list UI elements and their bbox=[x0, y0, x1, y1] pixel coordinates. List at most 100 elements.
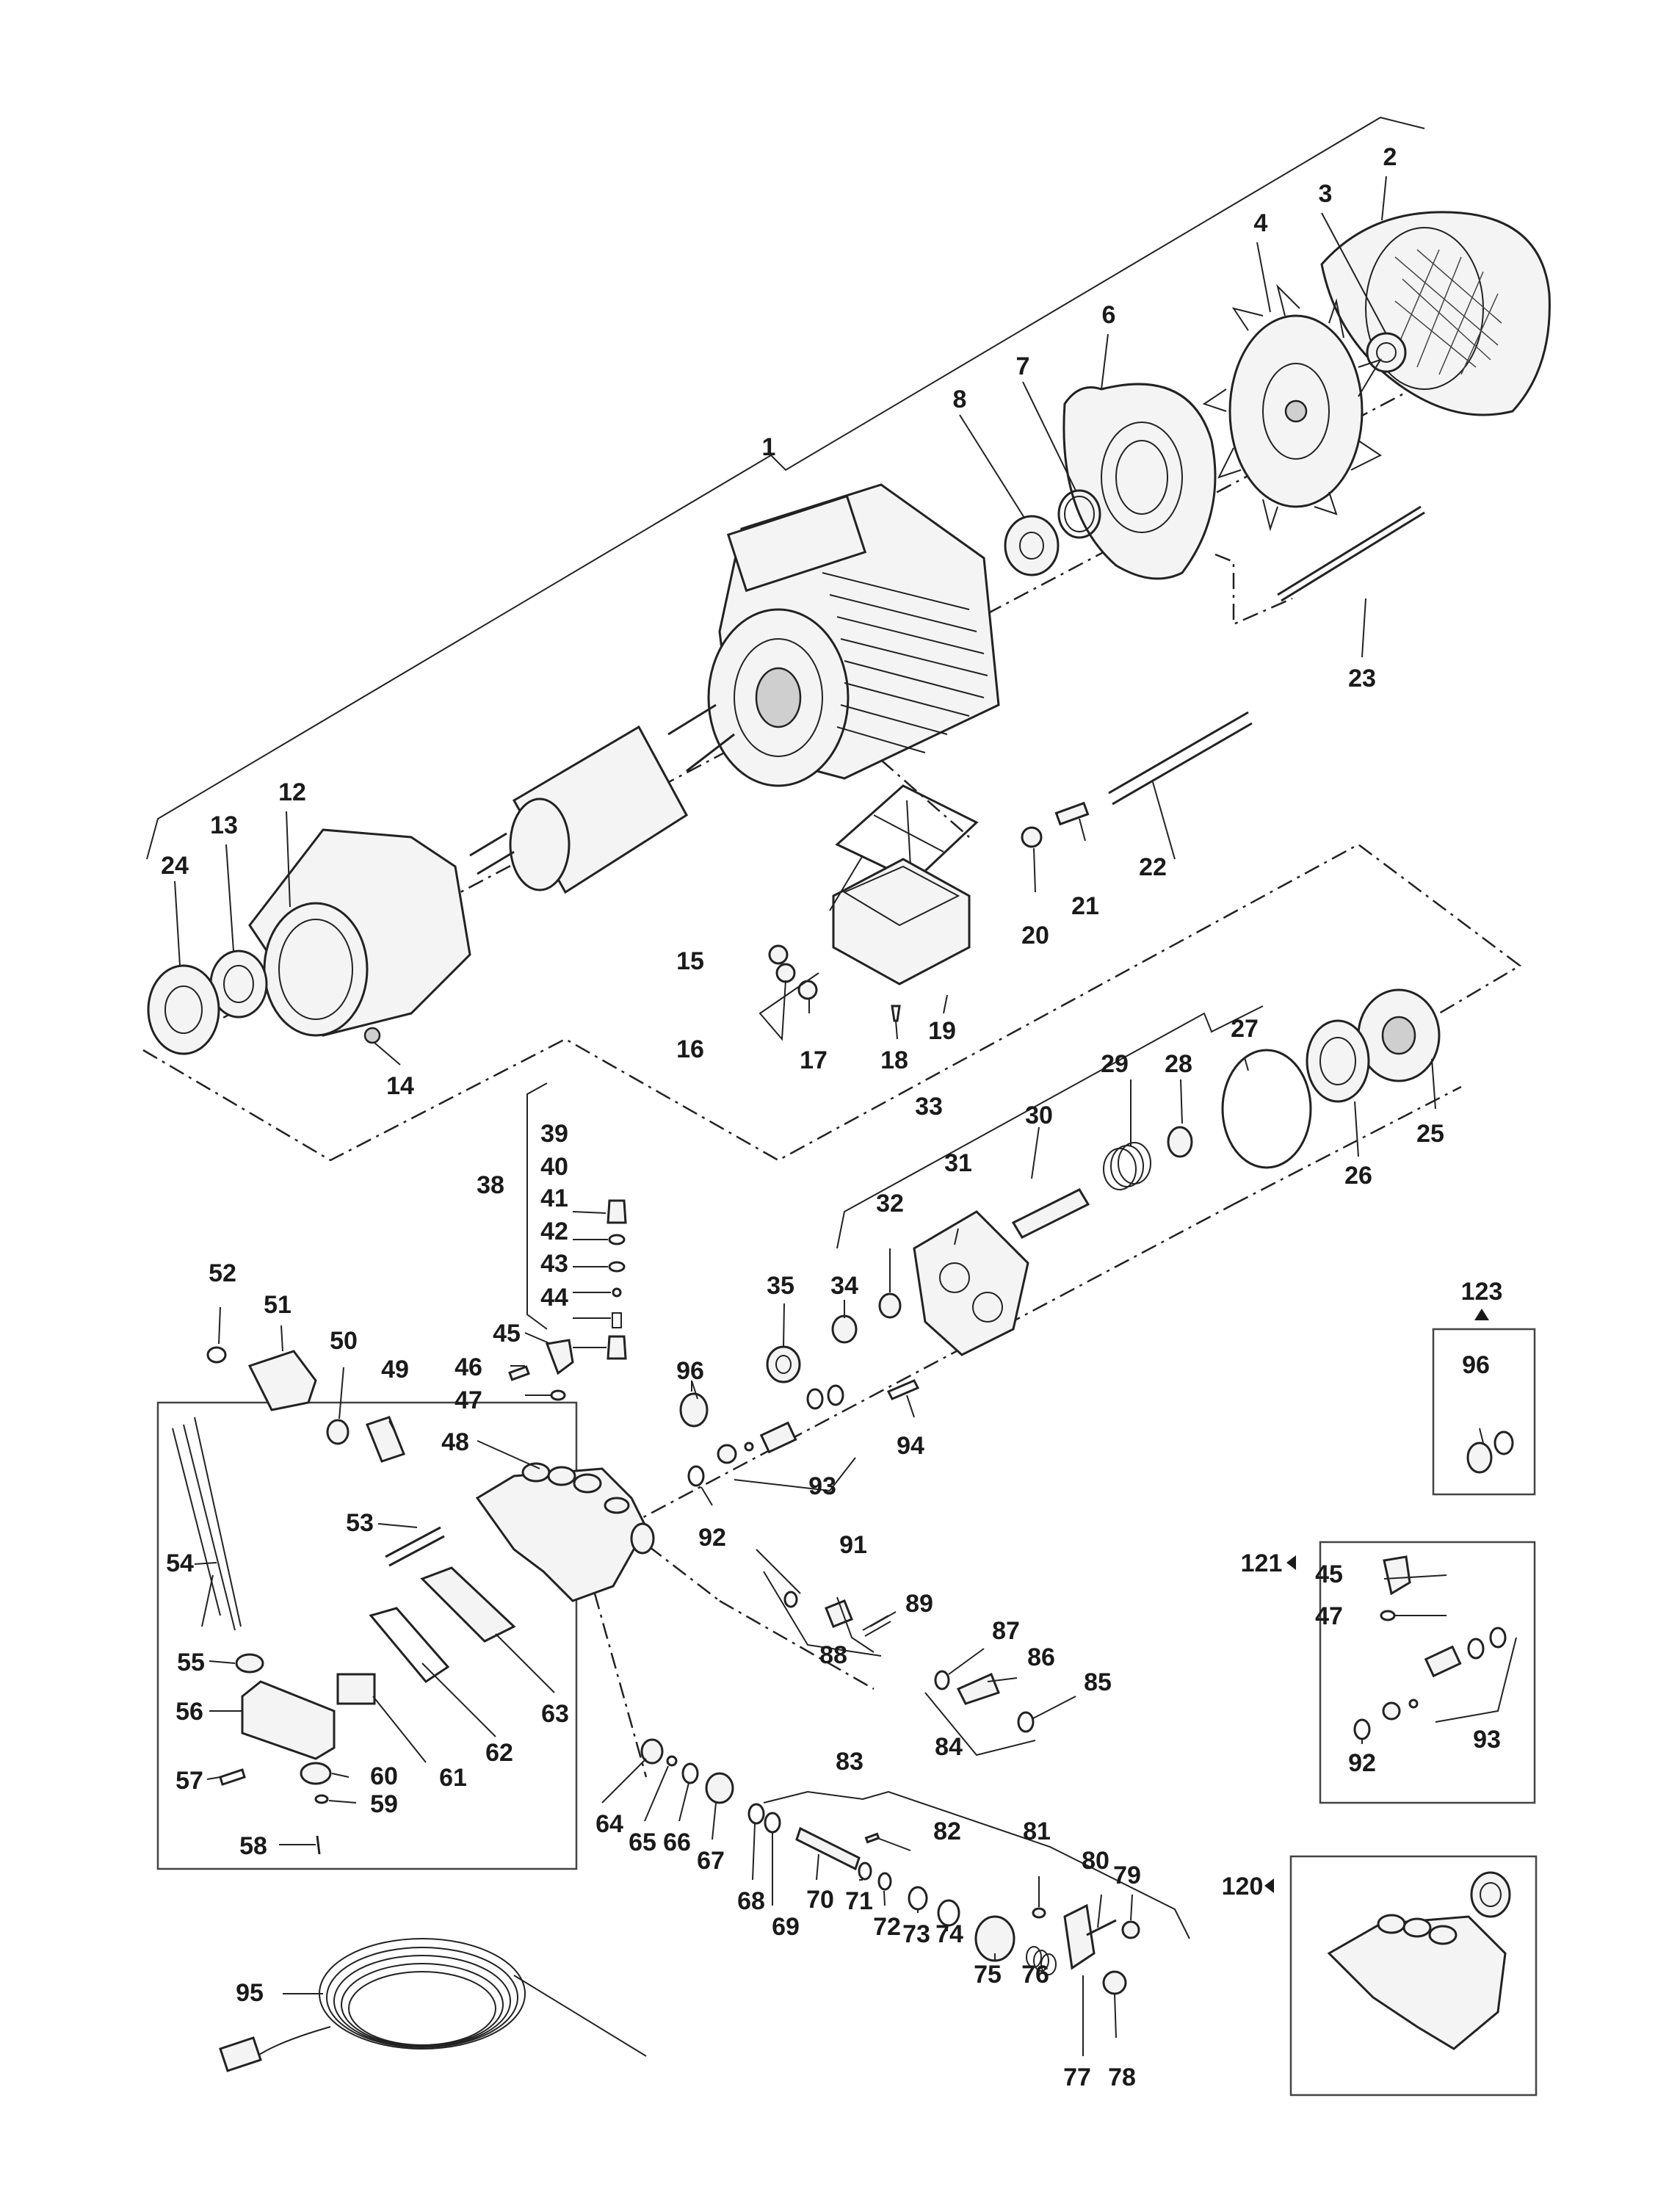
assembly-outline-lines bbox=[142, 116, 1522, 1939]
kit-123-part-96: 96 bbox=[1462, 1351, 1490, 1379]
label-part-66: 66 bbox=[663, 1828, 691, 1856]
label-part-15: 15 bbox=[676, 947, 704, 975]
label-part-41: 41 bbox=[540, 1184, 568, 1212]
power-cable-coil-shape bbox=[256, 1938, 647, 2057]
label-part-14: 14 bbox=[386, 1072, 414, 1100]
label-part-21: 21 bbox=[1071, 892, 1099, 920]
label-part-47: 47 bbox=[455, 1386, 482, 1414]
label-part-45: 45 bbox=[493, 1320, 521, 1348]
electrical-kit-box bbox=[156, 1401, 578, 1870]
label-part-2: 2 bbox=[1383, 143, 1397, 171]
kit-121-part-93: 93 bbox=[1473, 1726, 1501, 1754]
label-part-43: 43 bbox=[540, 1250, 568, 1278]
kit-123-box bbox=[1432, 1328, 1536, 1496]
label-part-78: 78 bbox=[1108, 2063, 1136, 2091]
label-part-72: 72 bbox=[873, 1913, 901, 1941]
part-shapes bbox=[147, 211, 1551, 2072]
label-part-73: 73 bbox=[902, 1920, 930, 1948]
rotor-shape bbox=[469, 703, 735, 894]
label-part-65: 65 bbox=[629, 1828, 656, 1856]
label-part-95: 95 bbox=[236, 1979, 264, 2007]
label-part-92: 92 bbox=[698, 1524, 726, 1552]
label-part-48: 48 bbox=[441, 1428, 469, 1456]
label-part-85: 85 bbox=[1084, 1668, 1112, 1696]
label-part-16: 16 bbox=[676, 1035, 704, 1063]
fan-shape bbox=[1202, 283, 1383, 532]
label-part-1: 1 bbox=[762, 433, 776, 461]
label-part-3: 3 bbox=[1319, 180, 1333, 208]
label-part-54: 54 bbox=[166, 1549, 194, 1577]
label-part-25: 25 bbox=[1416, 1120, 1444, 1148]
triangle-icon bbox=[1474, 1309, 1489, 1320]
label-part-84: 84 bbox=[935, 1733, 963, 1761]
label-part-49: 49 bbox=[381, 1356, 409, 1383]
label-part-69: 69 bbox=[772, 1913, 800, 1941]
label-part-80: 80 bbox=[1082, 1847, 1109, 1875]
label-part-13: 13 bbox=[210, 811, 238, 839]
label-part-18: 18 bbox=[880, 1046, 908, 1074]
label-part-75: 75 bbox=[974, 1961, 1002, 1989]
label-part-26: 26 bbox=[1344, 1162, 1372, 1190]
kit-121-label: 121 bbox=[1241, 1549, 1283, 1577]
label-part-12: 12 bbox=[278, 778, 306, 806]
kit-120-label: 120 bbox=[1222, 1873, 1264, 1900]
label-part-87: 87 bbox=[992, 1617, 1020, 1645]
label-part-58: 58 bbox=[239, 1832, 267, 1860]
label-part-74: 74 bbox=[935, 1920, 963, 1948]
part-number-labels: 1 2 3 4 6 7 8 12 13 24 14 15 16 17 18 19… bbox=[161, 143, 1444, 2091]
label-part-42: 42 bbox=[540, 1218, 568, 1245]
label-part-32: 32 bbox=[876, 1190, 904, 1218]
label-part-83: 83 bbox=[836, 1748, 863, 1776]
label-part-56: 56 bbox=[175, 1698, 203, 1726]
kit-123-label: 123 bbox=[1461, 1278, 1503, 1306]
label-part-88: 88 bbox=[819, 1641, 847, 1669]
kit-121-part-47: 47 bbox=[1315, 1602, 1343, 1630]
label-part-70: 70 bbox=[806, 1886, 834, 1914]
label-part-79: 79 bbox=[1113, 1862, 1141, 1889]
label-part-91: 91 bbox=[839, 1531, 867, 1559]
label-part-17: 17 bbox=[800, 1046, 828, 1074]
motor-body-shape bbox=[707, 483, 1000, 787]
label-part-20: 20 bbox=[1021, 922, 1049, 949]
triangle-icon bbox=[1286, 1555, 1296, 1570]
label-part-71: 71 bbox=[845, 1887, 873, 1915]
label-part-22: 22 bbox=[1139, 853, 1167, 881]
kit-121-part-45: 45 bbox=[1315, 1560, 1343, 1588]
label-part-52: 52 bbox=[209, 1259, 236, 1287]
label-part-50: 50 bbox=[330, 1327, 358, 1355]
label-part-60: 60 bbox=[370, 1762, 398, 1790]
triangle-icon bbox=[1264, 1878, 1274, 1893]
label-part-64: 64 bbox=[595, 1810, 623, 1838]
kit-labels: 123 96 121 45 47 93 92 120 bbox=[1222, 1278, 1503, 1900]
label-part-53: 53 bbox=[346, 1509, 374, 1537]
label-part-61: 61 bbox=[439, 1764, 467, 1792]
label-part-63: 63 bbox=[541, 1700, 569, 1728]
label-part-19: 19 bbox=[928, 1017, 956, 1045]
label-part-55: 55 bbox=[177, 1649, 205, 1676]
label-part-34: 34 bbox=[830, 1272, 858, 1300]
kit-121-box bbox=[1319, 1541, 1536, 1804]
label-part-29: 29 bbox=[1101, 1050, 1129, 1078]
label-part-46: 46 bbox=[455, 1353, 482, 1381]
label-part-81: 81 bbox=[1023, 1817, 1051, 1845]
label-part-35: 35 bbox=[767, 1272, 794, 1300]
label-part-82: 82 bbox=[933, 1817, 961, 1845]
label-part-76: 76 bbox=[1021, 1961, 1049, 1989]
label-part-59: 59 bbox=[370, 1790, 398, 1818]
label-part-40: 40 bbox=[540, 1153, 568, 1181]
label-part-28: 28 bbox=[1165, 1050, 1192, 1078]
label-part-94: 94 bbox=[897, 1432, 924, 1460]
label-part-86: 86 bbox=[1027, 1643, 1055, 1671]
label-part-68: 68 bbox=[737, 1887, 765, 1915]
label-part-39: 39 bbox=[540, 1120, 568, 1148]
label-part-44: 44 bbox=[540, 1284, 568, 1312]
label-part-38: 38 bbox=[477, 1171, 504, 1199]
end-shield-shape bbox=[1062, 383, 1217, 580]
label-part-67: 67 bbox=[697, 1847, 725, 1875]
label-part-24: 24 bbox=[161, 852, 189, 880]
label-part-57: 57 bbox=[175, 1767, 203, 1795]
label-part-96: 96 bbox=[676, 1357, 704, 1385]
leader-lines bbox=[174, 176, 1517, 2056]
label-part-7: 7 bbox=[1016, 352, 1030, 380]
kit-121-part-92: 92 bbox=[1348, 1749, 1376, 1777]
